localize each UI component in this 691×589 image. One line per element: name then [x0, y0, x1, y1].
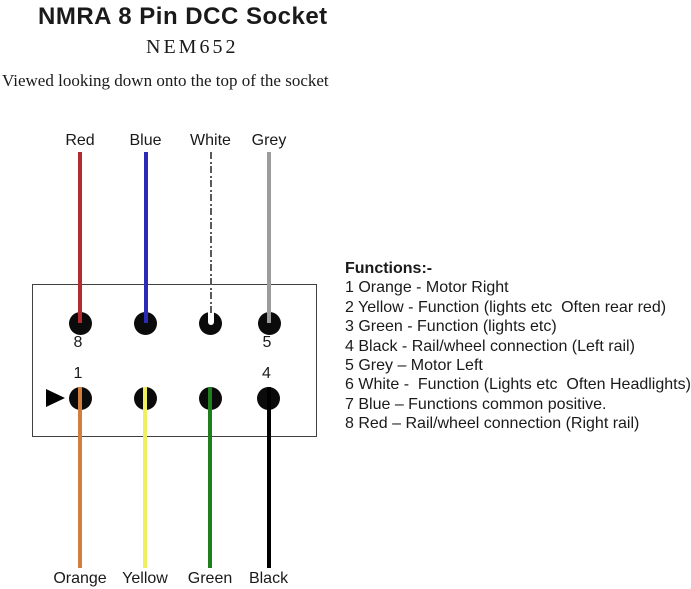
function-line-8: 8 Red – Rail/wheel connection (Right rai… [345, 415, 640, 433]
function-line-3: 3 Green - Function (lights etc) [345, 318, 557, 336]
wire-label-blue: Blue [129, 132, 162, 149]
pin-6 [199, 310, 222, 335]
pin-5 [257, 311, 281, 335]
wire-grey [267, 152, 271, 323]
wire-white [209, 152, 212, 313]
pin-7 [134, 311, 157, 335]
function-line-5: 5 Grey – Motor Left [345, 357, 483, 375]
pin1-marker-triangle-icon [46, 389, 65, 407]
functions-heading: Functions:- [345, 260, 433, 277]
socket-outline [32, 284, 317, 437]
pin-6-slot [207, 310, 214, 325]
wire-green [208, 387, 212, 568]
pin-number-5: 5 [262, 334, 272, 351]
wire-red [78, 152, 82, 323]
pin-number-1: 1 [73, 365, 83, 382]
view-orientation-note: Viewed looking down onto the top of the … [2, 71, 329, 90]
function-line-2: 2 Yellow - Function (lights etc Often re… [345, 298, 667, 316]
wire-label-white: White [190, 132, 231, 149]
page-title: NMRA 8 Pin DCC Socket [38, 3, 328, 30]
function-line-4: 4 Black - Rail/wheel connection (Left ra… [345, 337, 635, 355]
wire-orange [78, 387, 82, 568]
wire-label-grey: Grey [251, 132, 287, 149]
pin-number-4: 4 [262, 365, 271, 382]
function-line-7: 7 Blue – Functions common positive. [345, 395, 607, 413]
wire-label-green: Green [187, 570, 233, 587]
wire-blue [143, 152, 148, 323]
wire-black [266, 387, 271, 568]
function-line-6: 6 White - Function (Lights etc Often Hea… [345, 376, 691, 394]
wire-yellow [143, 387, 147, 568]
wire-label-black: Black [248, 570, 289, 587]
wire-label-red: Red [65, 132, 95, 149]
pin-number-8: 8 [73, 334, 83, 351]
wire-label-orange: Orange [53, 570, 107, 587]
standard-name: NEM652 [146, 36, 239, 58]
wire-label-yellow: Yellow [122, 570, 168, 587]
function-line-1: 1 Orange - Motor Right [345, 279, 509, 297]
pin-8 [68, 311, 92, 335]
